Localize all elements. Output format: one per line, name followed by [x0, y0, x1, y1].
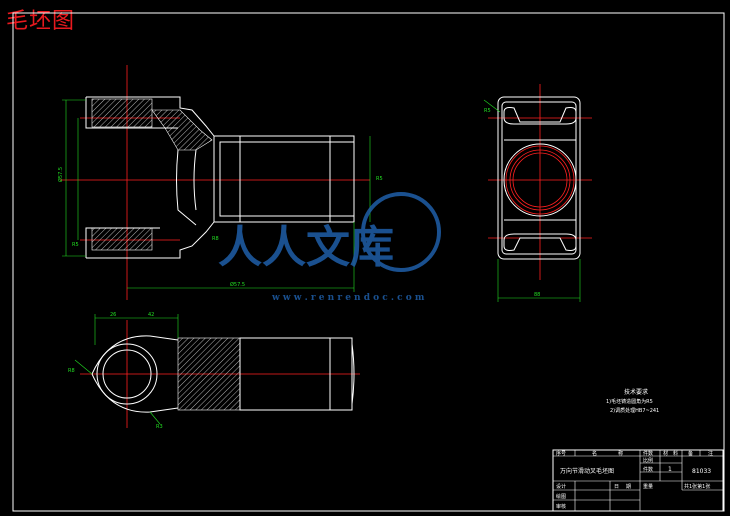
tb-drafter: 绘图 [556, 493, 566, 500]
dim-front-mid: R8 [212, 236, 219, 242]
tb-date-2: 期 [626, 484, 631, 490]
watermark-brand: 人人文库 [218, 222, 394, 273]
dim-front-small: R5 [72, 242, 79, 248]
dim-side-bottom: 88 [534, 292, 540, 298]
dim-top-small-r: R3 [156, 424, 163, 430]
front-view: Ø57.5 R8 R5 Ø57.5 R5 [57, 65, 383, 300]
technical-notes: 技术要求 1)毛坯铸造圆角为R5 2)调质处理HB7~241 [606, 388, 659, 414]
notes-line-1: 1)毛坯铸造圆角为R5 [606, 398, 653, 405]
tb-remark-2: 注 [708, 450, 713, 457]
tb-name-2: 称 [618, 450, 623, 457]
side-view: 88 R5 [483, 84, 592, 302]
dim-top-mid: 42 [148, 312, 154, 318]
tb-sheet: 共1张第1张 [684, 483, 710, 490]
notes-heading: 技术要求 [624, 388, 648, 396]
dim-front-length: Ø57.5 [230, 281, 245, 288]
tb-material: 材 [663, 450, 668, 457]
watermark: 人人文库 w w w . r e n r e n d o c . c o m [218, 192, 441, 303]
drawing-frame [12, 12, 725, 512]
tb-drawing-no: 81033 [692, 468, 711, 475]
tb-material-2: 料 [673, 450, 678, 457]
notes-line-2: 2)调质处理HB7~241 [610, 407, 659, 414]
tb-weight-label: 重量 [643, 483, 653, 490]
tb-remark: 备 [688, 450, 693, 457]
tb-name: 名 [592, 450, 597, 457]
dim-top-left: 26 [110, 312, 116, 318]
dim-front-right: R5 [376, 176, 383, 182]
dim-front-height: Ø57.5 [57, 167, 64, 182]
tb-ratio-label: 比例 [643, 457, 653, 464]
tb-qty-value: 1 [668, 466, 672, 473]
title-block: 序号 名 称 件数 材 料 备 注 万向节滑动叉毛坯图 比例 件数 1 8103… [552, 449, 724, 512]
tb-designer: 设计 [556, 483, 566, 490]
watermark-url: w w w . r e n r e n d o c . c o m [271, 293, 425, 303]
dim-top-arrow: R8 [68, 368, 75, 374]
top-view: 26 42 R8 R3 [68, 312, 360, 430]
tb-qty-label: 件数 [643, 466, 653, 473]
tb-date: 日 [614, 484, 619, 490]
tb-part-name: 万向节滑动叉毛坯图 [560, 467, 614, 475]
dim-side-top: R5 [484, 108, 491, 114]
tb-seq: 序号 [556, 450, 566, 457]
tb-checker: 审核 [556, 503, 566, 510]
tb-qty: 件数 [643, 450, 653, 457]
